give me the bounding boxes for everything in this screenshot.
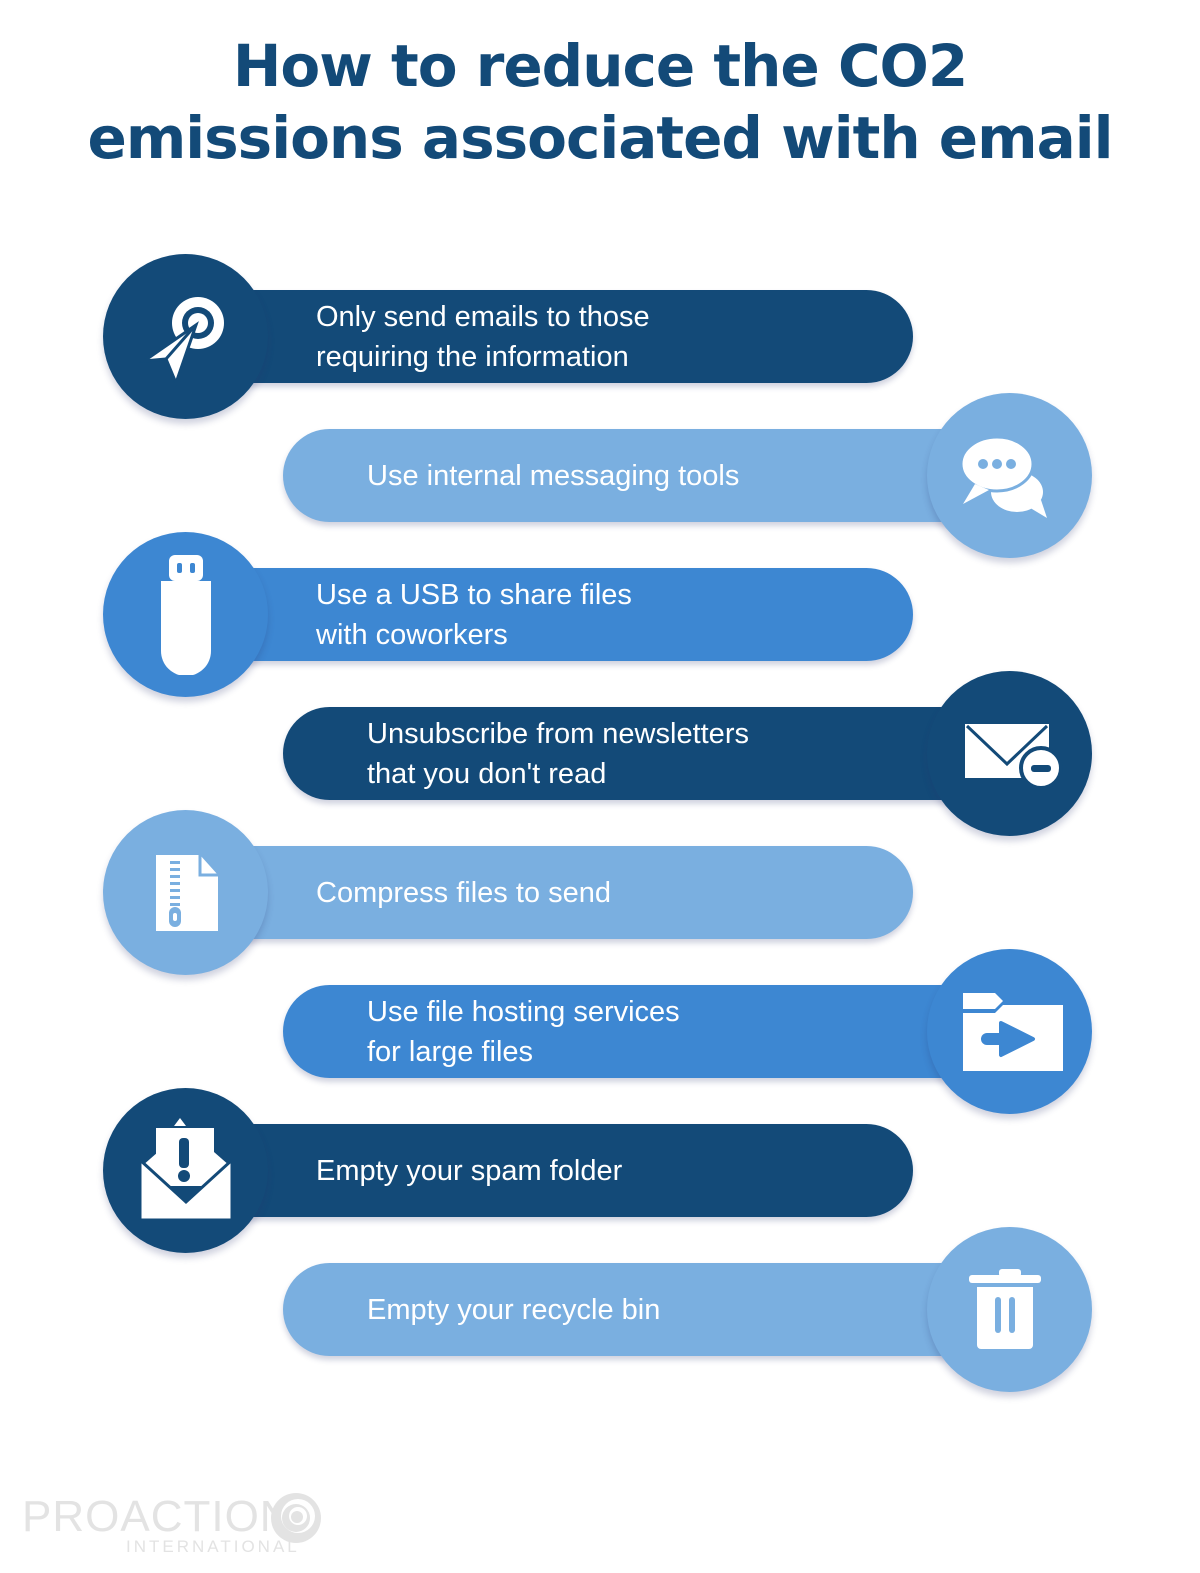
- tip-bar: [180, 568, 913, 661]
- tip-row-3: Use a USB to share files with coworkers: [0, 530, 1200, 700]
- tip-row-2: Use internal messaging tools: [0, 391, 1200, 561]
- tip-icon-circle: [927, 393, 1092, 558]
- tip-bar: [283, 429, 1020, 522]
- mail-minus-icon: [964, 723, 1063, 790]
- tip-text: Unsubscribe from newsletters that you do…: [367, 717, 749, 790]
- tip-icon-circle: [927, 949, 1092, 1114]
- tip-bar: [283, 707, 1020, 800]
- proaction-logo: PROACTION INTERNATIONAL: [22, 1492, 321, 1556]
- tip-row-7: Empty your spam folder: [0, 1086, 1200, 1256]
- tip-text: Empty your recycle bin: [367, 1293, 661, 1326]
- tip-bar: [283, 985, 1020, 1078]
- tip-text: Only send emails to those requiring the …: [316, 300, 650, 373]
- chat-bubbles-icon: [959, 435, 1047, 518]
- tip-text: Use a USB to share files with coworkers: [316, 578, 632, 651]
- tip-bar: [180, 290, 913, 383]
- usb-drive-icon: [160, 554, 211, 675]
- tip-row-6: Use file hosting services for large file…: [0, 947, 1200, 1117]
- spam-mail-icon: [138, 1117, 233, 1221]
- tip-icon-circle: [103, 254, 268, 419]
- tip-icon-circle: [103, 1088, 268, 1253]
- tip-icon-circle: [103, 532, 268, 697]
- tip-bar: [180, 1124, 913, 1217]
- folder-share-icon: [962, 992, 1063, 1071]
- logo-swirl-icon: [271, 1493, 321, 1543]
- logo-subtitle: INTERNATIONAL: [126, 1537, 300, 1556]
- tip-icon-circle: [927, 1227, 1092, 1392]
- tip-text: Compress files to send: [316, 876, 611, 909]
- title-line-2: emissions associated with email: [87, 104, 1114, 172]
- title-line-1: How to reduce the CO2: [232, 32, 968, 100]
- tip-text: Empty your spam folder: [316, 1154, 623, 1187]
- tip-row-4: Unsubscribe from newsletters that you do…: [0, 669, 1200, 839]
- trash-icon: [968, 1268, 1041, 1349]
- tip-bar: [283, 1263, 1020, 1356]
- tip-icon-circle: [103, 810, 268, 975]
- page-title: How to reduce the CO2 emissions associat…: [0, 30, 1200, 174]
- target-send-icon: [137, 296, 224, 387]
- tip-row-1: Only send emails to those requiring the …: [0, 252, 1200, 422]
- tip-icon-circle: [927, 671, 1092, 836]
- zip-file-icon: [155, 854, 218, 931]
- tip-bar: [180, 846, 913, 939]
- tip-text: Use file hosting services for large file…: [367, 995, 680, 1068]
- tip-text: Use internal messaging tools: [367, 459, 740, 492]
- tip-row-5: Compress files to send: [0, 808, 1200, 978]
- logo-wordmark: PROACTION: [22, 1492, 293, 1541]
- tip-row-8: Empty your recycle bin: [0, 1225, 1200, 1395]
